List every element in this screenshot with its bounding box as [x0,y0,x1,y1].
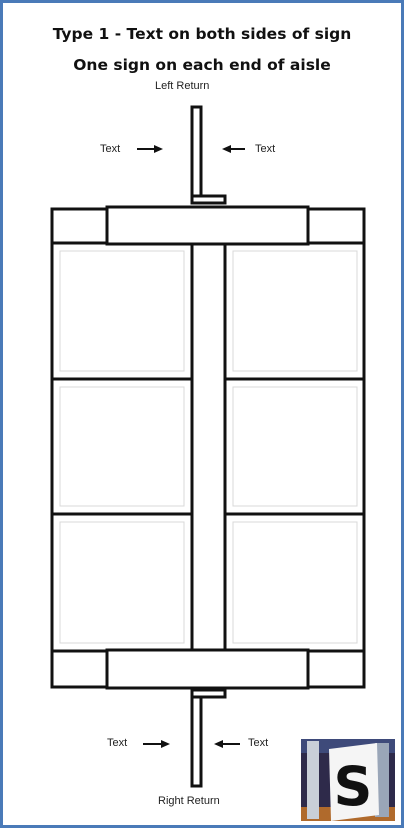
shelf-cell-left-1 [60,251,184,371]
logo-letter: S [334,755,373,818]
top-return-post [192,107,201,201]
shelf-cell-right-3 [233,522,357,643]
bottom-return-foot [192,690,225,697]
top-left-arrow [137,145,163,153]
bottom-cap-panel [107,650,308,688]
top-cap-panel [107,207,308,244]
shelf-cell-left-2 [60,387,184,506]
shelf-cell-right-1 [233,251,357,371]
bottom-return-post [192,690,201,786]
bottom-left-arrow [143,740,170,748]
shelf-cell-left-3 [60,522,184,643]
s-logo: S [301,739,395,821]
shelf-cell-right-2 [233,387,357,506]
bottom-right-arrow [214,740,240,748]
top-right-arrow [222,145,245,153]
shelving-outline [52,209,364,687]
top-return-foot [192,196,225,203]
